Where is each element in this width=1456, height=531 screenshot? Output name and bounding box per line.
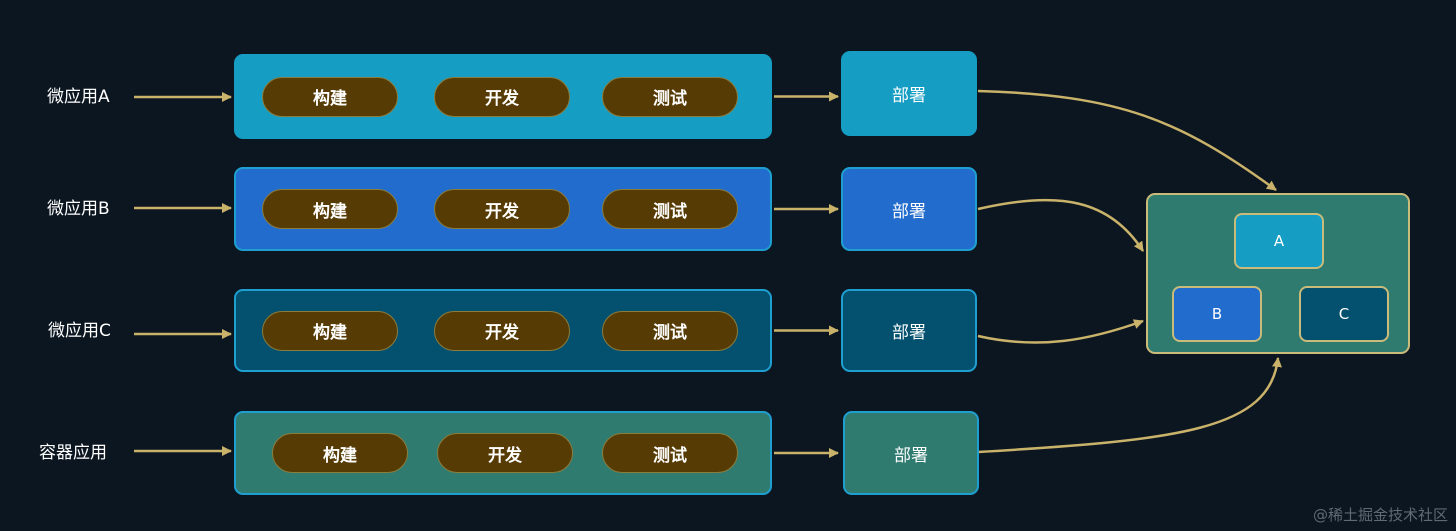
- pipeline-app-b: 构建 开发 测试: [234, 167, 772, 251]
- step-test: 测试: [602, 433, 738, 473]
- pipeline-container-app: 构建 开发 测试: [234, 411, 772, 495]
- container-app-c: C: [1299, 286, 1389, 342]
- merge-arrow-b: [977, 198, 1145, 252]
- container-app-b: B: [1172, 286, 1262, 342]
- step-build: 构建: [262, 76, 398, 117]
- container-host: A B C: [1146, 193, 1410, 354]
- step-build: 构建: [262, 189, 398, 229]
- pipeline-app-c: 构建 开发 测试: [234, 289, 772, 372]
- watermark: @稀土掘金技术社区: [1312, 506, 1448, 524]
- row-label-app-a: 微应用A: [47, 86, 110, 107]
- step-build: 构建: [262, 310, 398, 351]
- merge-arrow-a: [977, 89, 1277, 192]
- row-label-container-app: 容器应用: [39, 443, 107, 463]
- step-test: 测试: [602, 76, 738, 117]
- container-app-a: A: [1234, 213, 1324, 269]
- row-label-app-c: 微应用C: [48, 320, 111, 341]
- merge-arrow-container: [977, 357, 1282, 454]
- deploy-box-app-b: 部署: [841, 167, 977, 251]
- step-test: 测试: [602, 189, 738, 229]
- step-develop: 开发: [437, 433, 573, 473]
- step-build: 构建: [272, 433, 408, 473]
- step-test: 测试: [602, 310, 738, 351]
- row-label-app-b: 微应用B: [47, 199, 110, 219]
- step-develop: 开发: [434, 310, 570, 351]
- deploy-box-container-app: 部署: [843, 411, 979, 495]
- deploy-box-app-a: 部署: [841, 51, 977, 136]
- merge-arrow-c: [977, 319, 1144, 344]
- deploy-box-app-c: 部署: [841, 289, 977, 372]
- step-develop: 开发: [434, 76, 570, 117]
- pipeline-app-a: 构建 开发 测试: [234, 54, 772, 139]
- step-develop: 开发: [434, 189, 570, 229]
